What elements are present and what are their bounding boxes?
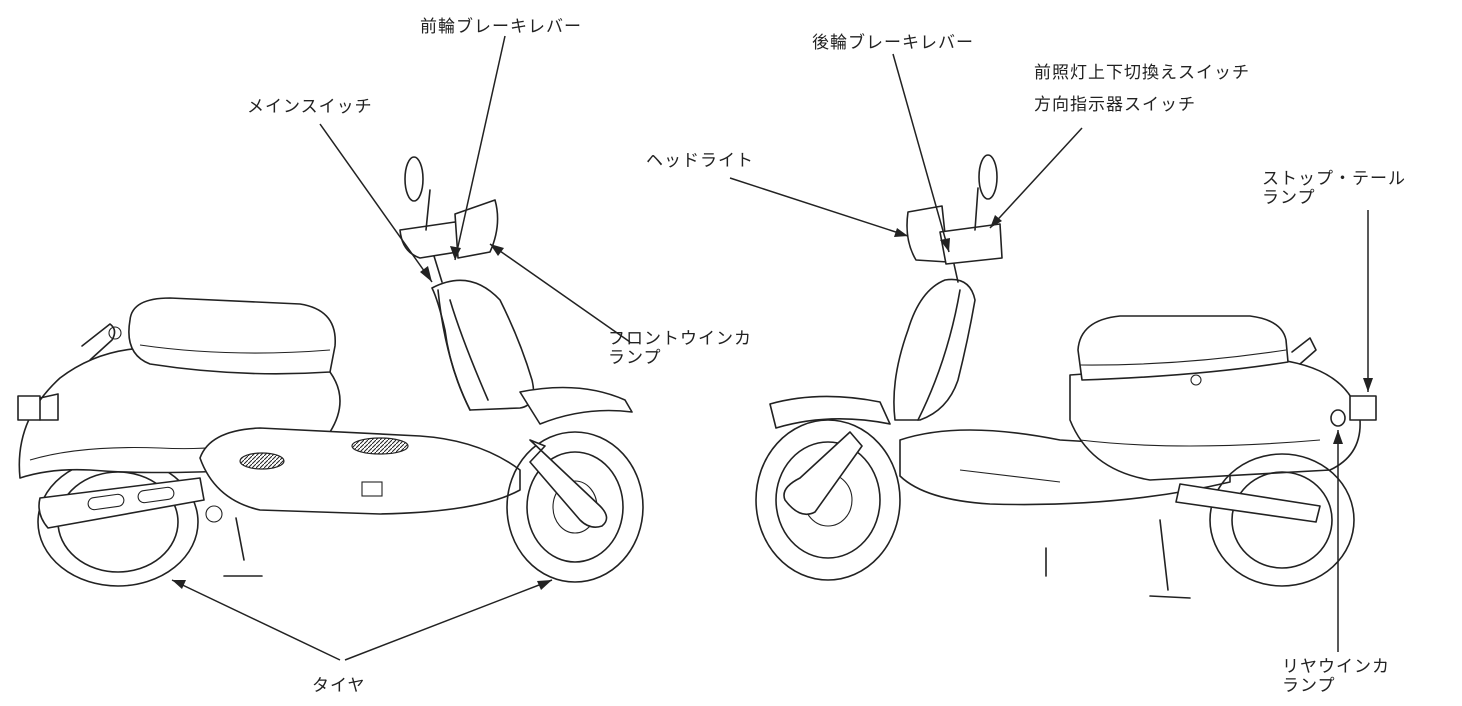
label-dimmer-switch: 前照灯上下切換えスイッチ xyxy=(1034,63,1250,83)
left-scooter-illustration xyxy=(17,156,644,587)
label-front-turn-lamp-line2: ランプ xyxy=(608,348,662,368)
label-stop-tail-lamp-line1: ストップ・テール xyxy=(1262,169,1406,189)
left-leg-shield xyxy=(431,279,535,411)
leader-front-brake-lever xyxy=(454,35,506,261)
left-muffler xyxy=(38,477,205,529)
leader-tire-front xyxy=(344,579,553,661)
left-center-stand xyxy=(205,505,263,577)
label-headlight: ヘッドライト xyxy=(646,151,754,171)
leader-rear-brake-lever xyxy=(892,53,950,253)
arrowhead-main-switch xyxy=(420,266,432,282)
leader-front-turn-lamp xyxy=(489,243,631,343)
label-rear-turn-lamp-line2: ランプ xyxy=(1282,676,1336,696)
label-stop-tail-lamp-line2: ランプ xyxy=(1262,188,1316,208)
label-tire: タイヤ xyxy=(312,676,366,696)
arrowhead-front-brake-lever xyxy=(450,246,461,260)
arrowhead-rear-brake-lever xyxy=(940,238,950,252)
label-front-turn-lamp-line1: フロントウインカ xyxy=(608,329,752,349)
arrowhead-headlight xyxy=(894,228,908,237)
leader-tire-rear xyxy=(171,579,341,661)
arrowhead-switches xyxy=(990,215,1002,228)
leader-switches xyxy=(989,127,1083,229)
right-rear-wheel xyxy=(1175,453,1355,587)
right-leg-shield xyxy=(893,278,976,421)
arrowhead-tire-front xyxy=(537,580,552,590)
label-rear-brake-lever: 後輪ブレーキレバー xyxy=(812,33,974,53)
label-front-turn-lamp: フロントウインカ ランプ xyxy=(608,330,752,368)
label-rear-turn-lamp-line1: リヤウインカ xyxy=(1282,657,1390,677)
arrowhead-tire-rear xyxy=(172,580,186,589)
arrowhead-rear-turn-lamp xyxy=(1333,430,1343,444)
left-front-wheel xyxy=(506,386,644,583)
left-handlebar xyxy=(399,156,499,283)
arrowhead-stop-tail-lamp xyxy=(1363,378,1373,392)
left-seat xyxy=(128,297,336,375)
left-floorboard xyxy=(199,427,521,515)
label-turn-signal-switch: 方向指示器スイッチ xyxy=(1034,95,1196,115)
label-rear-turn-lamp: リヤウインカ ランプ xyxy=(1282,658,1390,696)
leader-headlight xyxy=(729,177,909,237)
right-handlebar xyxy=(906,154,1003,283)
arrowhead-front-turn-lamp xyxy=(490,244,504,256)
right-stand xyxy=(1045,519,1191,599)
leader-main-switch xyxy=(319,123,433,283)
leader-lines xyxy=(171,35,1373,661)
right-scooter-illustration xyxy=(755,154,1377,599)
right-rear-body xyxy=(1069,337,1377,481)
label-front-brake-lever: 前輪ブレーキレバー xyxy=(420,17,582,37)
label-main-switch: メインスイッチ xyxy=(247,97,373,117)
right-front-wheel xyxy=(755,395,901,581)
right-seat xyxy=(1077,315,1289,381)
label-stop-tail-lamp: ストップ・テール ランプ xyxy=(1262,170,1406,208)
